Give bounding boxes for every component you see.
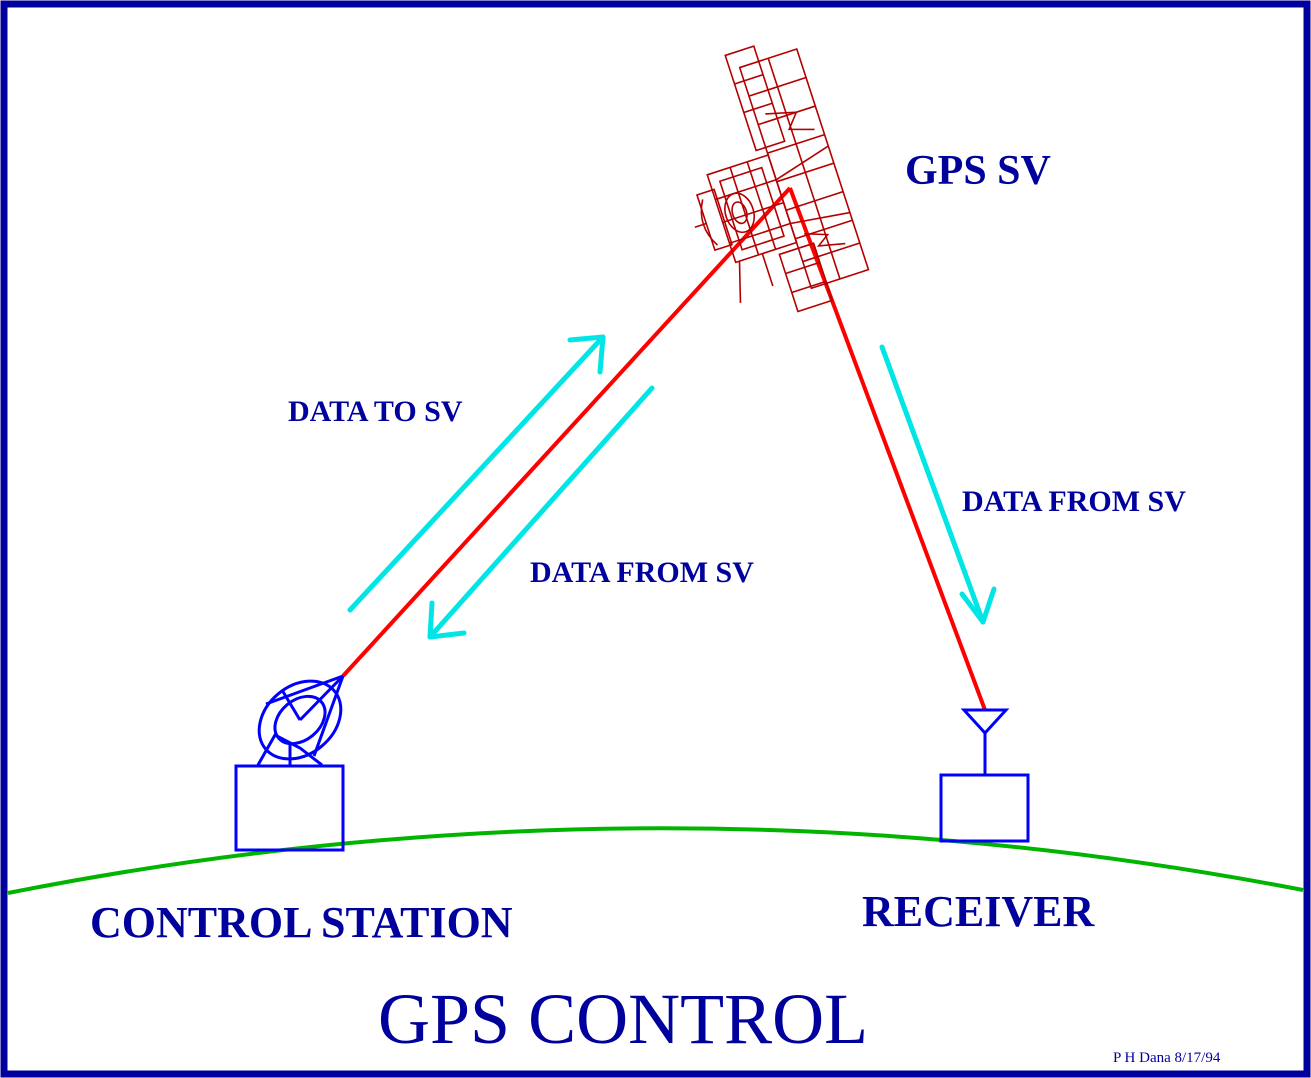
diagram-title: GPS CONTROL (378, 979, 868, 1059)
earth-horizon (7, 826, 1304, 895)
receiver-antenna-icon (960, 708, 1010, 775)
control-station-label: CONTROL STATION (90, 898, 513, 947)
satellite-label: GPS SV (905, 148, 1051, 194)
receiver-label: RECEIVER (862, 887, 1095, 936)
control-station-building (234, 764, 345, 852)
data-from-sv-uplink-arrow (427, 385, 655, 640)
data-to-sv-label: DATA TO SV (288, 395, 463, 428)
control-station (234, 674, 345, 852)
downlink-signal-path (788, 187, 987, 711)
signal-paths (341, 186, 987, 711)
data-to-sv-arrow (347, 334, 606, 613)
receiver (939, 708, 1030, 843)
data-from-sv-receiver-arrow (879, 344, 997, 625)
satellite-dish-icon (256, 674, 345, 767)
data-arrows (347, 334, 997, 640)
author-credit: P H Dana 8/17/94 (1113, 1050, 1221, 1066)
uplink-signal-path (341, 186, 792, 678)
data-from-sv-uplink-label: DATA FROM SV (530, 556, 754, 589)
data-from-sv-receiver-label: DATA FROM SV (962, 485, 1186, 518)
gps-satellite-icon (694, 45, 870, 313)
